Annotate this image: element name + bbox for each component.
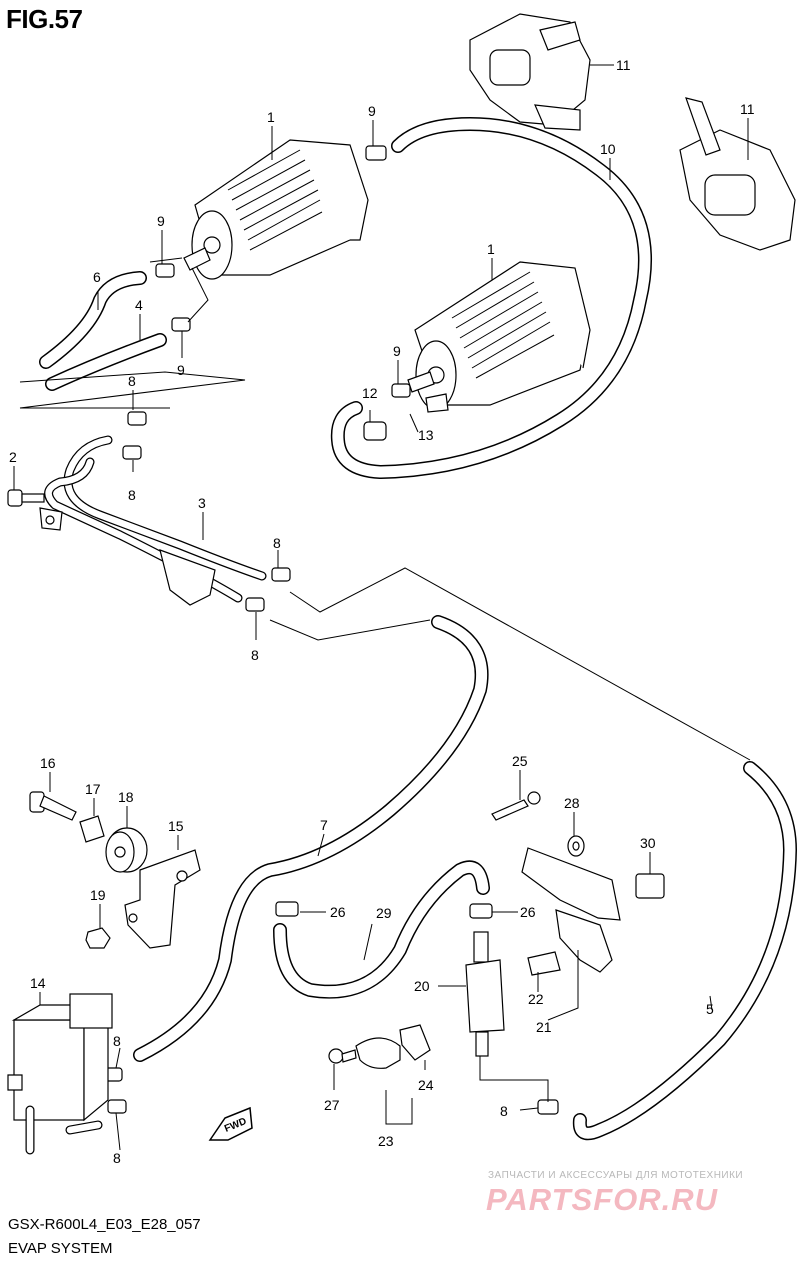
fwd-arrow: FWD [208, 1106, 253, 1141]
callout-9: 9 [177, 362, 185, 378]
callout-22: 22 [528, 991, 544, 1007]
hose-7 [133, 615, 489, 1062]
figure-title: FIG.57 [6, 4, 83, 34]
rivet-25 [491, 791, 541, 821]
callout-23: 23 [378, 1133, 394, 1149]
callout-8: 8 [500, 1103, 508, 1119]
callout-11: 11 [740, 101, 755, 117]
callout-10: 10 [600, 141, 616, 157]
hose-6 [39, 271, 147, 369]
callout-26: 26 [330, 904, 346, 920]
callout-8: 8 [128, 487, 136, 503]
leader-lines [13, 64, 749, 1151]
callout-3: 3 [198, 495, 206, 511]
callout-5: 5 [706, 1001, 714, 1017]
callout-21: 21 [536, 1019, 552, 1035]
callout-27: 27 [324, 1097, 340, 1113]
bracket-15 [124, 849, 201, 949]
callout-labels: 1 1 2 3 4 5 6 7 8 8 8 8 8 8 8 9 9 9 9 10… [9, 57, 755, 1166]
bolt-2 [7, 489, 45, 507]
callout-6: 6 [93, 269, 101, 285]
grommet-18 [105, 827, 148, 873]
nut-19 [85, 927, 111, 949]
bracket-11-upper [469, 13, 591, 131]
reference-lines [19, 257, 751, 1102]
section-name: EVAP SYSTEM [8, 1240, 113, 1257]
callout-29: 29 [376, 905, 392, 921]
spacer-17 [79, 815, 105, 843]
callout-18: 18 [118, 789, 134, 805]
watermark-brand: PARTSFOR.RU [486, 1182, 719, 1217]
callout-1: 1 [487, 241, 495, 257]
callout-28: 28 [564, 795, 580, 811]
callout-13: 13 [418, 427, 434, 443]
watermark-tagline: ЗАПЧАСТИ И АКСЕССУАРЫ ДЛЯ МОТОТЕХНИКИ [488, 1170, 744, 1181]
hose-5 [572, 761, 797, 1141]
canister-1-lower [363, 261, 591, 441]
model-code: GSX-R600L4_E03_E28_057 [8, 1216, 201, 1233]
callout-24: 24 [418, 1077, 434, 1093]
clip-30 [635, 873, 665, 899]
callout-12: 12 [362, 385, 378, 401]
callout-8: 8 [113, 1150, 121, 1166]
callout-25: 25 [512, 753, 528, 769]
callout-9: 9 [368, 103, 376, 119]
pipe-3 [39, 435, 267, 606]
callout-19: 19 [90, 887, 106, 903]
callout-20: 20 [414, 978, 430, 994]
callout-9: 9 [393, 343, 401, 359]
callout-8: 8 [251, 647, 259, 663]
bracket-11-right [679, 97, 796, 251]
callout-17: 17 [85, 781, 101, 797]
callout-7: 7 [320, 817, 328, 833]
clamp-24 [399, 1024, 431, 1061]
callout-11: 11 [616, 57, 631, 73]
callout-4: 4 [135, 297, 143, 313]
callout-9: 9 [157, 213, 165, 229]
solenoid-valve-14 [7, 993, 113, 1155]
callout-8: 8 [273, 535, 281, 551]
callout-15: 15 [168, 818, 184, 834]
hose-29 [273, 860, 490, 999]
washer-28 [567, 835, 585, 857]
filter-20 [465, 931, 505, 1057]
bracket-21 [521, 847, 621, 973]
callout-26: 26 [520, 904, 536, 920]
hose-10 [330, 117, 652, 479]
clamp-23 [355, 1037, 401, 1069]
clamps [103, 145, 559, 1115]
clip-22 [527, 951, 561, 976]
callout-2: 2 [9, 449, 17, 465]
canister-1-upper [183, 139, 369, 280]
screw-27 [328, 1048, 357, 1064]
callout-16: 16 [40, 755, 56, 771]
callout-8: 8 [113, 1033, 121, 1049]
bolt-16 [29, 791, 77, 821]
callout-30: 30 [640, 835, 656, 851]
callout-8: 8 [128, 373, 136, 389]
callout-1: 1 [267, 109, 275, 125]
callout-14: 14 [30, 975, 46, 991]
